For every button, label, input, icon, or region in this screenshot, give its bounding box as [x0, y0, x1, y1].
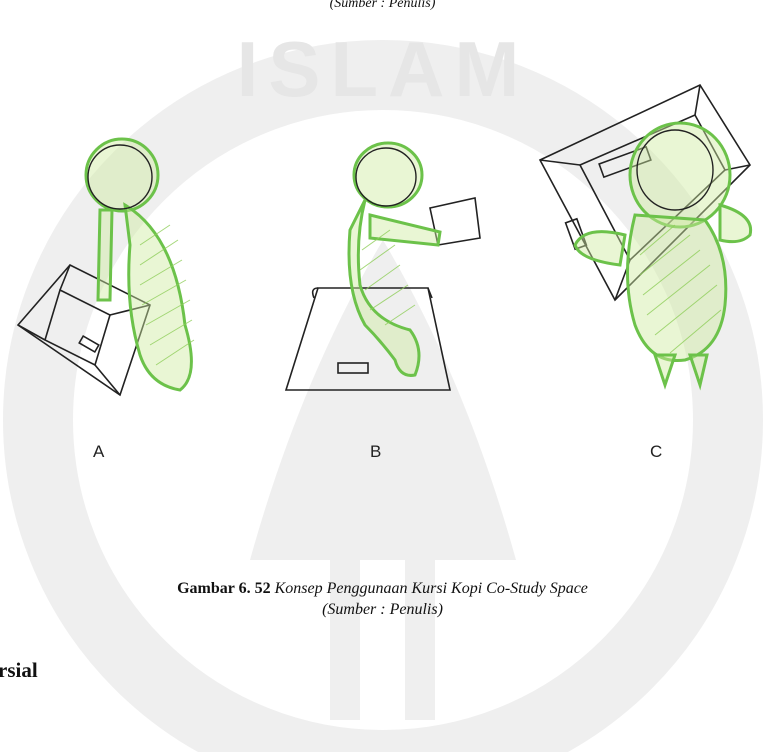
figure-caption: Gambar 6. 52 Konsep Penggunaan Kursi Kop…: [0, 578, 765, 620]
sketch-b: [284, 141, 481, 391]
sketch-a: [16, 137, 195, 397]
sketch-label-a: A: [93, 442, 105, 461]
previous-figure-source: (Sumber : Penulis): [329, 0, 436, 11]
sketch-label-b: B: [370, 442, 382, 461]
caption-title: Konsep Penggunaan Kursi Kopi Co-Study Sp…: [274, 580, 588, 597]
caption-source: (Sumber : Penulis): [322, 601, 443, 618]
caption-number: Gambar 6. 52: [177, 580, 271, 597]
section-heading-fragment: rsial: [0, 658, 38, 682]
sketch-label-c: C: [650, 442, 663, 461]
watermark-text: ISLAM: [237, 25, 530, 113]
sketch-c: [538, 83, 753, 391]
